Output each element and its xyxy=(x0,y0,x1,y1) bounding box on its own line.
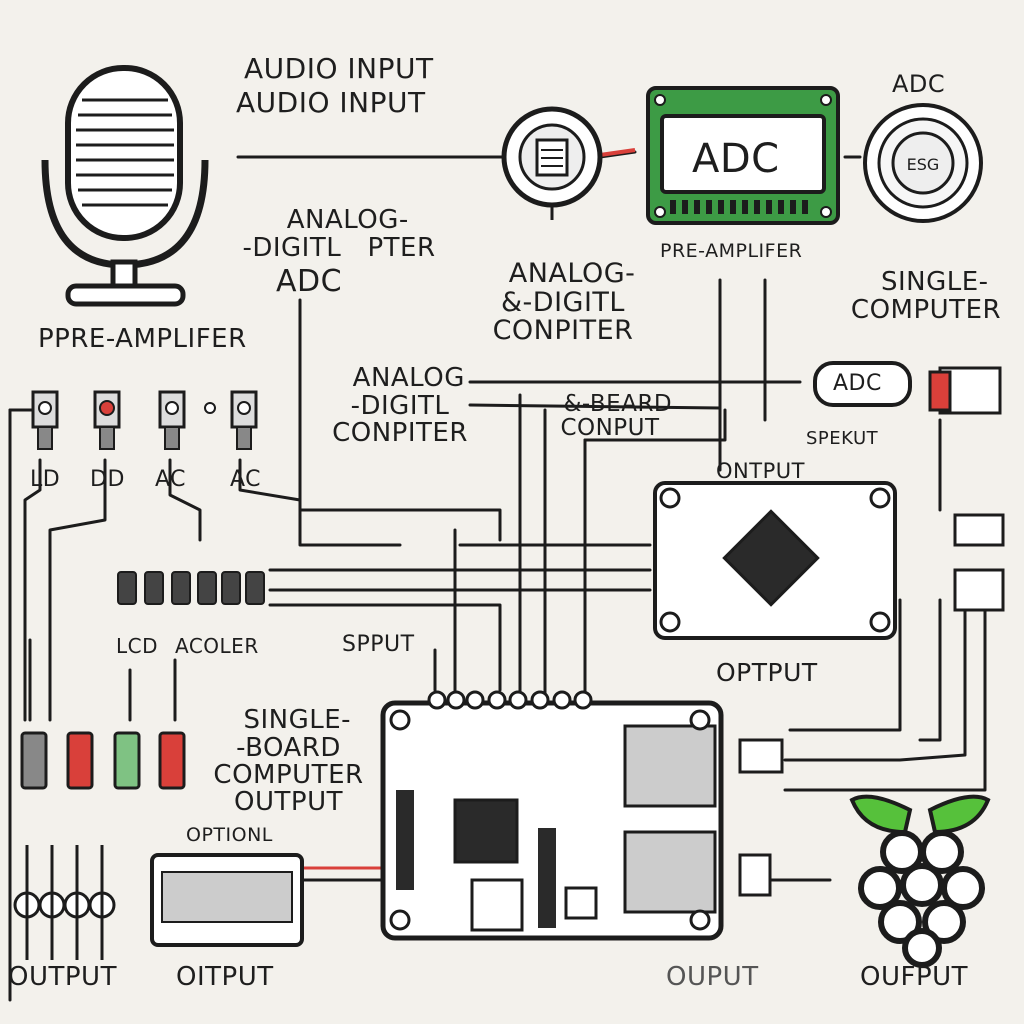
colored-plugs xyxy=(22,733,184,788)
single-board-computer xyxy=(383,692,721,938)
optput-label: OPTPUT xyxy=(716,660,818,686)
single-computer-text: SINGLE- COMPUTER xyxy=(851,267,1001,324)
chip-icon xyxy=(455,800,517,862)
connector-icon xyxy=(33,392,57,449)
connector-icon xyxy=(232,392,256,449)
jack-dd-label: DD xyxy=(90,468,125,491)
raspberry-pi-logo-icon xyxy=(852,797,988,965)
audio-input-label-2: AUDIO INPUT xyxy=(236,88,426,117)
adc-board-label: ADC xyxy=(692,138,780,180)
output-label-2: OITPUT xyxy=(176,964,274,991)
wire-right-2 xyxy=(920,600,940,740)
spekut-label: SPEKUT xyxy=(806,430,878,449)
output-pins xyxy=(15,845,114,960)
ontput-label: ONTPUT xyxy=(716,460,805,482)
analog-digitl-conpiter-text: ANALOG -DIGITL CONPITER xyxy=(332,363,468,448)
analog-digitl-center-text: ANALOG- &-DIGITL CONPITER xyxy=(493,258,636,346)
pin-connector-row xyxy=(118,572,264,604)
jack-ld-label: LD xyxy=(30,468,60,491)
wire-jack-down-2 xyxy=(50,460,105,720)
analog-digitl-left-text: ANALOG- -DIGITL PTER xyxy=(242,205,435,262)
optionl-label: OPTIONL xyxy=(186,826,273,846)
microphone-icon xyxy=(45,68,205,304)
wire-jack-down-1 xyxy=(25,460,40,720)
analog-digitl-left-label: ANALOG- -DIGITL PTER xyxy=(214,180,464,262)
analog-digitl-center-label: ANALOG- &-DIGITL CONPITER xyxy=(478,232,648,345)
output-label-1: OUTPUT xyxy=(8,964,117,991)
speaker-icon: ESG xyxy=(865,105,981,221)
preamp-icon xyxy=(504,109,600,220)
adc-top-right-label: ADC xyxy=(892,72,945,97)
jack-ac1-label: AC xyxy=(155,468,186,491)
board-conput-label: &-BEARD CONPUT xyxy=(540,368,680,440)
ppre-amplifer-label: PPRE-AMPLIFER xyxy=(38,326,247,353)
board-conput-text: &-BEARD CONPUT xyxy=(560,391,672,441)
lcd-label: LCD xyxy=(116,636,158,657)
connector-icon xyxy=(95,392,119,449)
analog-digitl-conpiter-label: ANALOG -DIGITL CONPITER xyxy=(320,338,480,447)
single-board-text: SINGLE- -BOARD COMPUTER OUTPUT xyxy=(213,705,363,817)
optional-module xyxy=(152,855,302,945)
acoler-label: ACOLER xyxy=(175,636,259,657)
adc-left-label: ADC xyxy=(276,266,342,298)
svg-text:ESG: ESG xyxy=(907,155,940,174)
spput-label: SPPUT xyxy=(342,633,415,656)
output-label-3: OUPUT xyxy=(666,964,759,991)
jack-ac2-label: AC xyxy=(230,468,261,491)
connector-icon xyxy=(160,392,184,449)
audio-input-label-1: AUDIO INPUT xyxy=(244,54,434,83)
board-output-ports xyxy=(740,740,782,895)
single-computer-label: SINGLE- COMPUTER xyxy=(836,242,1016,324)
audio-jacks-top xyxy=(33,392,256,449)
output-label-4: OUFPUT xyxy=(860,964,968,991)
microcontroller-board xyxy=(655,483,895,638)
pre-amplifer-top-label: PRE-AMPLIFER xyxy=(660,242,802,262)
wire-jack-down-4 xyxy=(240,460,400,545)
single-board-label: SINGLE- -BOARD COMPUTER OUTPUT xyxy=(196,680,381,816)
adc-small-label: ADC xyxy=(833,372,882,395)
